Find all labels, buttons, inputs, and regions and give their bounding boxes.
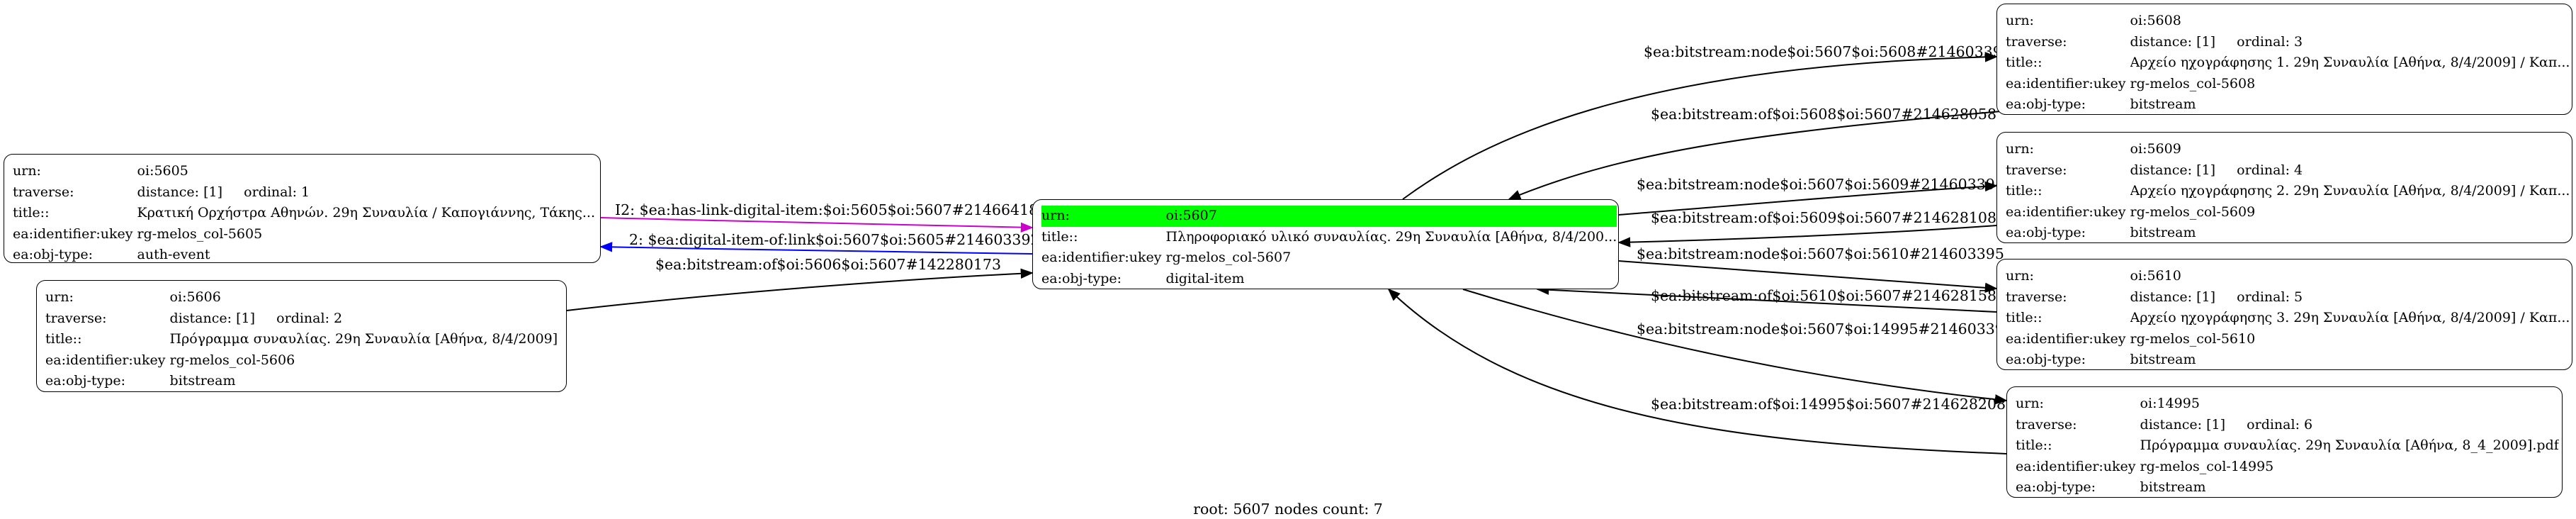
node-oi-5609[interactable]: urn: oi:5609 traverse: distance: [1] ordin… [1996,132,2572,243]
field-key: ea:obj-type: [2006,352,2086,367]
field-value: Πρόγραμμα συναυλίας. 29η Συναυλία [Αθήνα… [169,331,558,347]
edge-5608-to-5607 [1508,108,2034,200]
field-value: oi:5606 [169,289,221,305]
field-key: ea:identifier:ukey [2006,203,2126,220]
field-key: ea:identifier:ukey [13,225,133,242]
field-key: ea:obj-type: [13,247,94,262]
node-oi-5606[interactable]: urn: oi:5606 traverse: distance: [1] ordin… [36,280,567,392]
edge-5606-to-5607 [566,268,1034,311]
field-value: rg-melos_col-5610 [2130,330,2256,347]
field-value: oi:5605 [137,163,188,179]
edge-label: $ea:bitstream:node$oi:5607$oi:5609#21460… [1637,176,2004,193]
field-value: rg-melos_col-5606 [169,352,295,368]
node-oi-5605[interactable]: urn: oi:5605 traverse: distance: [1] ordin… [4,154,601,263]
edge-label: $ea:bitstream:of$oi:5606$oi:5607#1422801… [655,256,1001,273]
field-value: bitstream [2130,225,2196,240]
field-value: distance: [1] ordinal: 1 [137,184,310,200]
field-key: traverse: [45,310,107,326]
field-value: rg-melos_col-5609 [2130,203,2256,220]
field-value: bitstream [2130,352,2196,367]
field-value: digital-item [1165,270,1245,286]
edge-label: $ea:bitstream:node$oi:5607$oi:14995#2146… [1637,320,2013,337]
edge-5607-to-14995 [1462,289,2008,405]
node-oi-14995[interactable]: urn: oi:14995 traverse: distance: [1] ordi… [2006,386,2563,498]
field-key: ea:identifier:ukey [2016,458,2136,474]
field-key: urn: [45,289,74,305]
field-key: ea:identifier:ukey [45,352,166,368]
field-key: urn: [2006,13,2034,28]
field-key: ea:identifier:ukey [2006,75,2126,91]
field-value: auth-event [137,247,210,262]
edge-5607-to-5605-digital-item [599,242,1033,255]
field-value: Αρχείο ηχογράφησης 3. 29η Συναυλία [Αθήν… [2130,310,2570,325]
field-value: oi:5610 [2130,268,2181,284]
field-value: bitstream [2140,479,2206,495]
edge-5609-to-5607 [1617,225,1997,247]
field-value: Αρχείο ηχογράφησης 2. 29η Συναυλία [Αθήν… [2130,183,2570,199]
edge-5607-to-5610 [1618,260,1998,294]
field-key: traverse: [2006,162,2067,178]
field-value: rg-melos_col-5608 [2130,75,2256,91]
field-value: distance: [1] ordinal: 4 [2130,162,2303,178]
field-key: traverse: [2006,33,2067,50]
field-key: ea:obj-type: [2006,225,2086,240]
field-key: title:: [2016,437,2052,453]
graph-caption: root: 5607 nodes count: 7 [1193,501,1383,518]
field-key: title:: [1041,228,1078,245]
field-key: ea:obj-type: [1041,270,1122,286]
field-value: oi:14995 [2140,396,2200,411]
edge-label: $ea:bitstream:of$oi:5609$oi:5607#2146281… [1651,209,1996,226]
field-key: urn: [1041,206,1166,227]
field-value: Αρχείο ηχογράφησης 1. 29η Συναυλία [Αθήν… [2130,55,2570,70]
edge-label: $ea:bitstream:of$oi:14995$oi:5607#214628… [1651,396,2006,413]
edge-5607-to-5609 [1618,181,1998,216]
field-value: distance: [1] ordinal: 2 [169,310,343,326]
edge-label: 2: $ea:digital-item-of:link$oi:5607$oi:5… [629,231,1040,248]
edge-5610-to-5607 [1536,284,1997,313]
field-key: title:: [2006,310,2043,325]
field-key: ea:identifier:ukey [2006,330,2126,347]
field-key: urn: [13,163,41,179]
field-key: urn: [2016,396,2044,411]
field-value: rg-melos_col-14995 [2140,458,2274,474]
field-value: Πρόγραμμα συναυλίας. 29η Συναυλία [Αθήνα… [2140,437,2559,453]
node-oi-5608[interactable]: urn: oi:5608 traverse: distance: [1] ordin… [1996,4,2572,115]
field-value: Κρατική Ορχήστρα Αθηνών. 29η Συναυλία / … [137,205,596,221]
field-value: oi:5607 [1165,206,1617,227]
field-key: ea:obj-type: [2006,96,2086,112]
edge-5605-to-5607-link [600,217,1034,233]
field-key: title:: [2006,55,2043,70]
field-key: title:: [45,331,82,347]
field-value: distance: [1] ordinal: 6 [2140,416,2313,432]
field-key: ea:obj-type: [45,373,126,389]
field-value: Πληροφοριακό υλικό συναυλίας. 29η Συναυλ… [1165,228,1617,245]
field-value: bitstream [2130,96,2196,112]
edge-label: $ea:bitstream:of$oi:5608$oi:5607#2146280… [1651,106,1996,123]
field-key: urn: [2006,268,2034,284]
field-value: rg-melos_col-5607 [1165,250,1292,265]
node-oi-5610[interactable]: urn: oi:5610 traverse: distance: [1] ordin… [1996,259,2572,370]
node-oi-5607-root[interactable]: urn:oi:5607 title::Πληροφοριακό υλικό συ… [1032,199,1619,289]
field-value: distance: [1] ordinal: 3 [2130,33,2303,50]
edge-14995-to-5607 [1387,288,2007,454]
field-value: distance: [1] ordinal: 5 [2130,289,2303,305]
field-key: urn: [2006,141,2034,157]
edge-label: $ea:bitstream:of$oi:5610$oi:5607#2146281… [1651,287,1996,304]
field-key: ea:identifier:ukey [1041,250,1162,265]
edge-5607-to-5608 [1402,52,1998,200]
field-key: traverse: [2016,416,2077,432]
field-key: ea:obj-type: [2016,479,2096,495]
field-key: traverse: [13,184,74,200]
field-key: traverse: [2006,289,2067,305]
field-value: bitstream [169,373,236,389]
edge-label: I2: $ea:has-link-digital-item:$oi:5605$o… [615,201,1047,218]
field-key: title:: [13,205,50,221]
field-value: oi:5608 [2130,13,2181,28]
edge-label: $ea:bitstream:node$oi:5607$oi:5608#21460… [1644,43,2011,60]
edge-label: $ea:bitstream:node$oi:5607$oi:5610#21460… [1637,245,2004,262]
field-value: oi:5609 [2130,141,2181,157]
field-key: title:: [2006,183,2043,199]
field-value: rg-melos_col-5605 [137,225,263,242]
